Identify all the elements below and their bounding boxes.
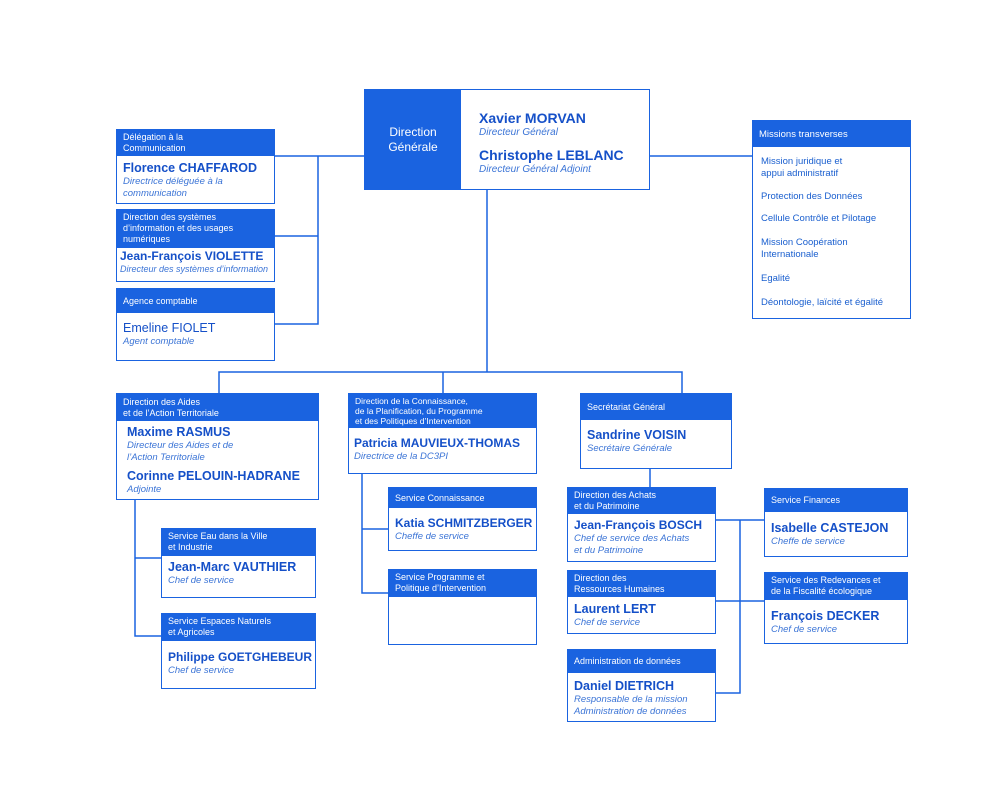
person-role: Directrice de la DC3PI [354,451,448,462]
person-role: Responsable de la mission Administration… [574,694,688,717]
connector-aides [134,500,161,637]
unit-header: Secrétariat Général [581,394,731,420]
person-role: Chef de service des Achats et du Patrimo… [574,533,690,556]
unit-header: Direction de la Connaissance, de la Plan… [349,394,536,428]
service-espaces-naturels-box: Service Espaces Naturels et Agricoles Ph… [161,613,316,689]
person-name: Maxime RASMUS [127,425,231,439]
service-finances-box: Service Finances Isabelle CASTEJON Cheff… [764,488,908,557]
mission-item: Cellule Contrôle et Pilotage [761,213,877,224]
person-role: Agent comptable [123,336,195,347]
mission-item: Déontologie, laïcité et égalité [761,297,883,308]
dg-name-2: Christophe LEBLANC [479,147,624,163]
person-name: François DECKER [771,609,880,623]
missions-title: Missions transverses [753,121,910,147]
service-programme-box: Service Programme et Politique d’Interve… [388,569,537,645]
person-role: Directrice déléguée à la communication [123,176,223,199]
unit-header: Agence comptable [117,289,274,313]
person-role: Directeur des Aides et de l’Action Terri… [127,440,234,463]
mission-item: Egalité [761,273,791,284]
person-role: Secrétaire Générale [587,443,673,454]
unit-header: Administration de données [568,650,715,673]
unit-header: Service Eau dans la Ville et Industrie [162,529,315,556]
person-name: Jean-François BOSCH [574,518,703,532]
unit-header: Direction des systèmes d’information et … [117,210,274,248]
person-role: Chef de service [574,617,641,628]
dg-name-1: Xavier MORVAN [479,110,586,126]
person-name: Jean-François VIOLETTE [120,249,264,263]
direction-generale-box: Direction Générale Xavier MORVAN Directe… [364,89,650,190]
dg-role-2: Directeur Général Adjoint [479,164,591,175]
person-name: Patricia MAUVIEUX-THOMAS [354,436,521,450]
administration-donnees-box: Administration de données Daniel DIETRIC… [567,649,716,722]
unit-header: Service Finances [765,489,907,512]
person-name: Isabelle CASTEJON [771,521,889,535]
achats-patrimoine-box: Direction des Achats et du Patrimoine Je… [567,487,716,562]
person-role: Chef de service [168,665,235,676]
connector-down [218,190,683,393]
unit-header: Service Connaissance [389,488,536,508]
person-role: Adjointe [127,484,162,495]
person-name: Philippe GOETGHEBEUR [168,650,313,664]
person-name: Katia SCHMITZBERGER [395,516,533,530]
unit-header: Service des Redevances et de la Fiscalit… [765,573,907,600]
secretariat-box: Secrétariat Général Sandrine VOISIN Secr… [580,393,732,469]
person-name: Emeline FIOLET [123,321,216,335]
mission-item: Mission Coopération Internationale [761,237,848,260]
connaissance-box: Direction de la Connaissance, de la Plan… [348,393,537,474]
service-eau-box: Service Eau dans la Ville et Industrie J… [161,528,316,598]
dsi-box: Direction des systèmes d’information et … [116,209,275,282]
direction-generale-label: Direction Générale [365,90,461,189]
unit-header: Délégation à la Communication [117,130,274,156]
unit-header: Direction des Achats et du Patrimoine [568,488,715,514]
mission-item: Mission juridique et appui administratif [761,156,843,179]
mission-item: Protection des Données [761,191,863,202]
person-name: Jean-Marc VAUTHIER [168,560,297,574]
dg-role-1: Directeur Général [479,127,558,138]
unit-header: Service Espaces Naturels et Agricoles [162,614,315,641]
aides-box: Direction des Aides et de l’Action Terri… [116,393,319,500]
communication-box: Délégation à la Communication Florence C… [116,129,275,204]
unit-header: Direction des Aides et de l’Action Terri… [117,394,318,421]
connector-left [275,155,364,325]
service-redevances-box: Service des Redevances et de la Fiscalit… [764,572,908,644]
unit-header: Service Programme et Politique d’Interve… [389,570,536,597]
service-connaissance-box: Service Connaissance Katia SCHMITZBERGER… [388,487,537,551]
person-name: Florence CHAFFAROD [123,161,258,175]
person-role: Cheffe de service [771,536,845,547]
person-name: Sandrine VOISIN [587,428,687,442]
missions-transverses-box: Missions transverses Mission juridique e… [752,120,911,319]
person-role: Directeur des systèmes d’information [120,264,269,274]
person-role: Chef de service [168,575,235,586]
person-name: Corinne PELOUIN-HADRANE [127,469,300,483]
person-role: Chef de service [771,624,838,635]
person-role: Cheffe de service [395,531,469,542]
connector-connaissance [361,474,388,594]
agence-comptable-box: Agence comptable Emeline FIOLET Agent co… [116,288,275,361]
person-name: Daniel DIETRICH [574,679,675,693]
connector-secretariat [649,469,764,694]
person-name: Laurent LERT [574,602,656,616]
unit-header: Direction des Ressources Humaines [568,571,715,597]
ressources-humaines-box: Direction des Ressources Humaines Lauren… [567,570,716,634]
